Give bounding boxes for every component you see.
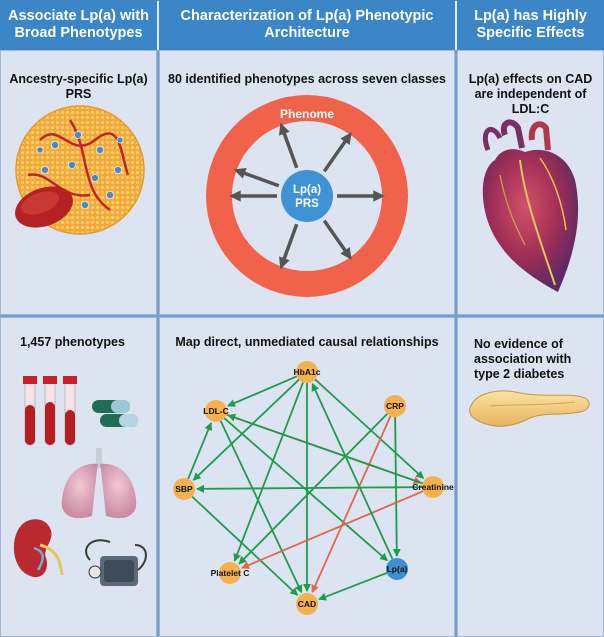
node-label-creatinine: Creatinine — [412, 482, 454, 492]
capsules-icon — [92, 400, 138, 427]
node-label-platelet: Platelet C — [211, 568, 250, 578]
kidney-icon — [13, 519, 64, 578]
node-label-ldlc: LDL-C — [203, 406, 229, 416]
phenome-arrowhead — [373, 190, 385, 202]
causal-edge-creatinine-to-ldlc — [227, 413, 423, 485]
prs-title: Ancestry-specific Lp(a) PRS — [9, 72, 148, 101]
phenotypes-title: 1,457 phenotypes — [20, 335, 125, 349]
phenome-arrowhead — [340, 132, 352, 145]
lungs-icon — [61, 448, 137, 519]
node-label-cad: CAD — [298, 599, 316, 609]
causal-edge-creatinine-to-sbp — [195, 484, 423, 493]
network-title: Map direct, unmediated causal relationsh… — [175, 335, 439, 349]
column-divider — [157, 50, 159, 637]
phenome-arrows — [229, 122, 385, 270]
center-label-2: PRS — [295, 198, 319, 210]
center-label-1: Lp(a) — [293, 184, 321, 196]
phenome-arrow — [281, 223, 299, 263]
cad-title: Lp(a) effects on CAD are independent of … — [468, 72, 593, 116]
causal-edge-hba1c-to-platelet — [233, 381, 304, 562]
test-tubes-icon — [23, 376, 77, 446]
phenome-arrowhead — [229, 190, 241, 202]
panel-diabetes — [457, 317, 604, 637]
causal-edge-sbp-to-cad — [191, 495, 299, 596]
node-platelet — [219, 562, 241, 584]
phenome-arrowhead — [279, 256, 290, 270]
column-divider — [455, 50, 457, 637]
node-creatinine — [422, 476, 444, 498]
causal-edge-ldlc-to-cad — [219, 420, 303, 594]
node-label-crp: CRP — [386, 401, 404, 411]
phenome-arrowhead — [340, 247, 352, 260]
node-cad — [296, 593, 318, 615]
phenome-arrowhead — [233, 168, 247, 179]
causal-edge-hba1c-to-creatinine — [314, 378, 425, 479]
node-lpa — [386, 558, 408, 580]
node-label-lpa: Lp(a) — [387, 564, 408, 574]
header-specific-effects: Lp(a) has Highly Specific Effects — [457, 0, 604, 50]
phenome-arrow — [322, 137, 349, 173]
causal-edge-ldlc-to-lpa — [223, 417, 388, 562]
node-hba1c — [296, 361, 318, 383]
causal-edge-creatinine-to-platelet — [241, 490, 424, 569]
causal-edge-crp-to-cad — [311, 415, 392, 594]
causal-edge-hba1c-to-sbp — [192, 378, 300, 481]
node-label-hba1c: HbA1c — [294, 367, 321, 377]
blood-pressure-cuff-icon — [85, 539, 147, 586]
phenome-arrowhead — [279, 122, 290, 136]
header-associate: Associate Lp(a) with Broad Phenotypes — [0, 0, 157, 50]
diabetes-title: No evidence of association with type 2 d… — [474, 337, 572, 381]
node-label-sbp: SBP — [175, 484, 193, 494]
causal-edge-lpa-to-cad — [318, 572, 388, 601]
phenome-arrow — [240, 170, 280, 188]
phenome-label: Phenome — [280, 107, 334, 121]
node-sbp — [173, 478, 195, 500]
causal-edge-lpa-to-hba1c — [311, 382, 394, 560]
node-ldlc — [205, 400, 227, 422]
causal-edge-sbp-to-ldlc — [187, 422, 213, 480]
phenome-arrow — [322, 219, 349, 255]
phenome-ring — [206, 95, 408, 297]
causal-edge-hba1c-to-ldlc — [227, 375, 298, 407]
phenome-arrow — [281, 129, 299, 169]
phenome-title: 80 identified phenotypes across seven cl… — [168, 72, 446, 86]
row-divider — [0, 315, 604, 317]
header-characterization: Characterization of Lp(a) Phenotypic Arc… — [159, 0, 455, 50]
node-crp — [384, 395, 406, 417]
network-edges — [187, 375, 425, 601]
lpa-prs-circle — [281, 170, 333, 222]
